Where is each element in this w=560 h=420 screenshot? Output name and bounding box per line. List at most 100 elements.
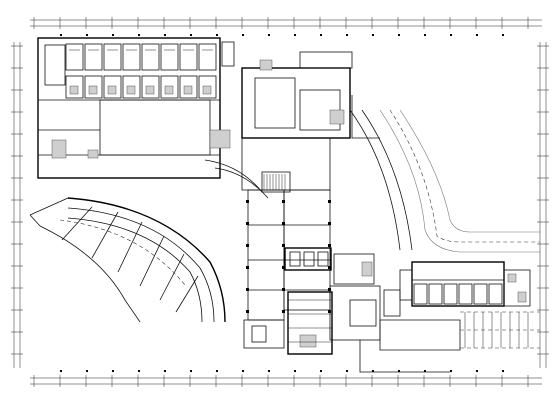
room [122, 43, 141, 71]
grid-marker [216, 34, 218, 36]
column [246, 244, 249, 247]
room [488, 283, 503, 305]
room-fixture [107, 85, 117, 95]
room [443, 283, 458, 305]
grid-marker [476, 370, 478, 372]
grid-marker [346, 34, 348, 36]
grid-marker [294, 370, 296, 372]
column [282, 244, 285, 247]
grid-marker [86, 34, 88, 36]
grid-marker [60, 34, 62, 36]
left-wing [37, 37, 235, 179]
road-curve [349, 109, 540, 253]
room [179, 43, 198, 71]
room [84, 43, 103, 71]
column [246, 310, 249, 313]
grid-marker [398, 370, 400, 372]
column [282, 266, 285, 269]
column [246, 288, 249, 291]
grid-marker [190, 34, 192, 36]
room [141, 75, 160, 99]
column [282, 222, 285, 225]
grid-marker [450, 370, 452, 372]
grid-marker [320, 34, 322, 36]
room [198, 75, 217, 99]
grid-marker [476, 34, 478, 36]
room [179, 75, 198, 99]
grid-marker [164, 34, 166, 36]
grid-marker [112, 370, 114, 372]
room [122, 75, 141, 99]
room-fixture [183, 85, 193, 95]
grid-marker [242, 370, 244, 372]
room [65, 75, 84, 99]
column [328, 310, 331, 313]
grid-marker [346, 370, 348, 372]
grid-marker [502, 370, 504, 372]
grid-marker [216, 370, 218, 372]
grid-marker [242, 34, 244, 36]
grid-marker [86, 370, 88, 372]
grid-marker [138, 370, 140, 372]
right-wing [383, 261, 531, 317]
fan-wall [139, 235, 165, 287]
column [328, 288, 331, 291]
room [473, 283, 488, 305]
curved-wing [29, 197, 226, 323]
grid-marker [424, 370, 426, 372]
room [103, 75, 122, 99]
grid-marker [138, 34, 140, 36]
lower-rooms [243, 247, 381, 355]
grid-marker [424, 34, 426, 36]
column [328, 244, 331, 247]
grid-marker [502, 34, 504, 36]
room [160, 75, 179, 99]
room [198, 43, 217, 71]
room [65, 43, 84, 71]
grid-marker [112, 34, 114, 36]
column [246, 222, 249, 225]
grid-marker [60, 370, 62, 372]
room-fixture [69, 85, 79, 95]
column [282, 310, 285, 313]
room-fixture [88, 85, 98, 95]
grid-marker [190, 370, 192, 372]
lower-right-area [359, 311, 540, 373]
grid-marker [398, 34, 400, 36]
column [282, 200, 285, 203]
fan-wall [91, 211, 119, 259]
room-fixture [126, 85, 136, 95]
room-fixture [202, 85, 212, 95]
room [458, 283, 473, 305]
grid-marker [268, 370, 270, 372]
room [413, 283, 428, 305]
central-block [241, 51, 380, 321]
fan-wall [117, 221, 143, 273]
column [282, 288, 285, 291]
grid-marker [164, 370, 166, 372]
entrance-stairs [204, 159, 291, 199]
grid-marker [320, 370, 322, 372]
column [328, 222, 331, 225]
room [84, 75, 103, 99]
dimension-lines [11, 17, 549, 387]
room-fixture [145, 85, 155, 95]
room-fixture [164, 85, 174, 95]
room [428, 283, 443, 305]
column [246, 266, 249, 269]
grid-marker [268, 34, 270, 36]
column [328, 266, 331, 269]
room [103, 43, 122, 71]
grid-marker [372, 370, 374, 372]
column [246, 200, 249, 203]
grid-marker [372, 34, 374, 36]
fan-wall [61, 206, 93, 241]
grid-marker [450, 34, 452, 36]
grid-marker [294, 34, 296, 36]
column-dots [60, 34, 504, 372]
room [141, 43, 160, 71]
room [160, 43, 179, 71]
column [328, 200, 331, 203]
